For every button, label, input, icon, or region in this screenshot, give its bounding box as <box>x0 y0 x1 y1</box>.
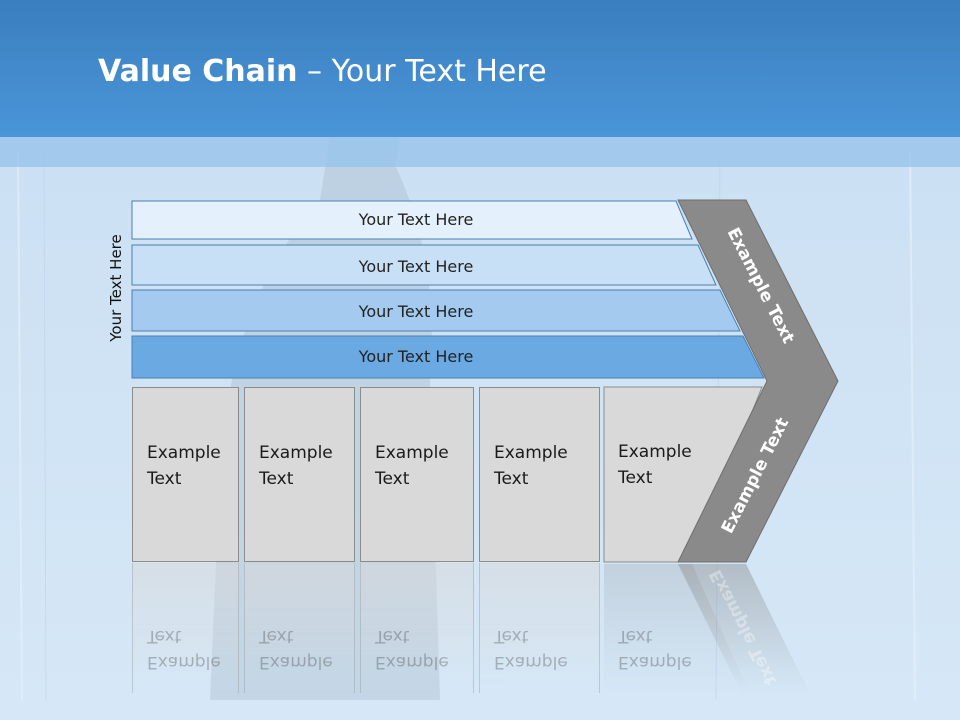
box-1: Example Text <box>132 387 239 562</box>
page-title: Value Chain – Your Text Here <box>98 54 547 89</box>
title-rest: – Your Text Here <box>297 54 547 89</box>
box-5-reflection <box>604 564 750 694</box>
box-2: Example Text <box>244 387 355 562</box>
box-4-label: Example Text <box>494 443 568 489</box>
box-3-reflection: Example Text <box>360 563 474 693</box>
box-1-reflection-label: Example Text <box>147 626 221 672</box>
box-5-label: Example Text <box>618 442 692 488</box>
chevron-reflection <box>678 564 810 694</box>
box-4: Example Text <box>479 387 600 562</box>
box-4-reflection: Example Text <box>479 563 600 693</box>
box-2-reflection-label: Example Text <box>259 626 333 672</box>
box-2-reflection: Example Text <box>244 563 355 693</box>
box-3-reflection-label: Example Text <box>375 626 449 672</box>
box-4-reflection-label: Example Text <box>494 626 568 672</box>
row-label-3: Your Text Here <box>358 302 474 321</box>
box-1-reflection: Example Text <box>132 563 239 693</box>
row-label-2: Your Text Here <box>358 257 474 276</box>
box-5: Example Text <box>604 387 714 562</box>
header-band <box>0 137 960 167</box>
row-bar-4: Your Text Here <box>131 335 765 379</box>
box-5-reflection-text: Example Text <box>604 563 714 693</box>
box-2-label: Example Text <box>259 443 333 489</box>
header-bar <box>0 0 960 137</box>
row-label-1: Your Text Here <box>358 210 474 229</box>
row-bar-1: Your Text Here <box>131 200 693 240</box>
row-bar-2: Your Text Here <box>131 244 717 286</box>
box-5-reflection-label: Example Text <box>618 626 692 672</box>
chevron-arrow <box>677 199 839 563</box>
box-3: Example Text <box>360 387 474 562</box>
row-bar-3: Your Text Here <box>131 289 741 332</box>
box-3-label: Example Text <box>375 443 449 489</box>
title-bold: Value Chain <box>98 54 298 89</box>
row-label-4: Your Text Here <box>358 347 474 366</box>
box-1-label: Example Text <box>147 443 221 489</box>
